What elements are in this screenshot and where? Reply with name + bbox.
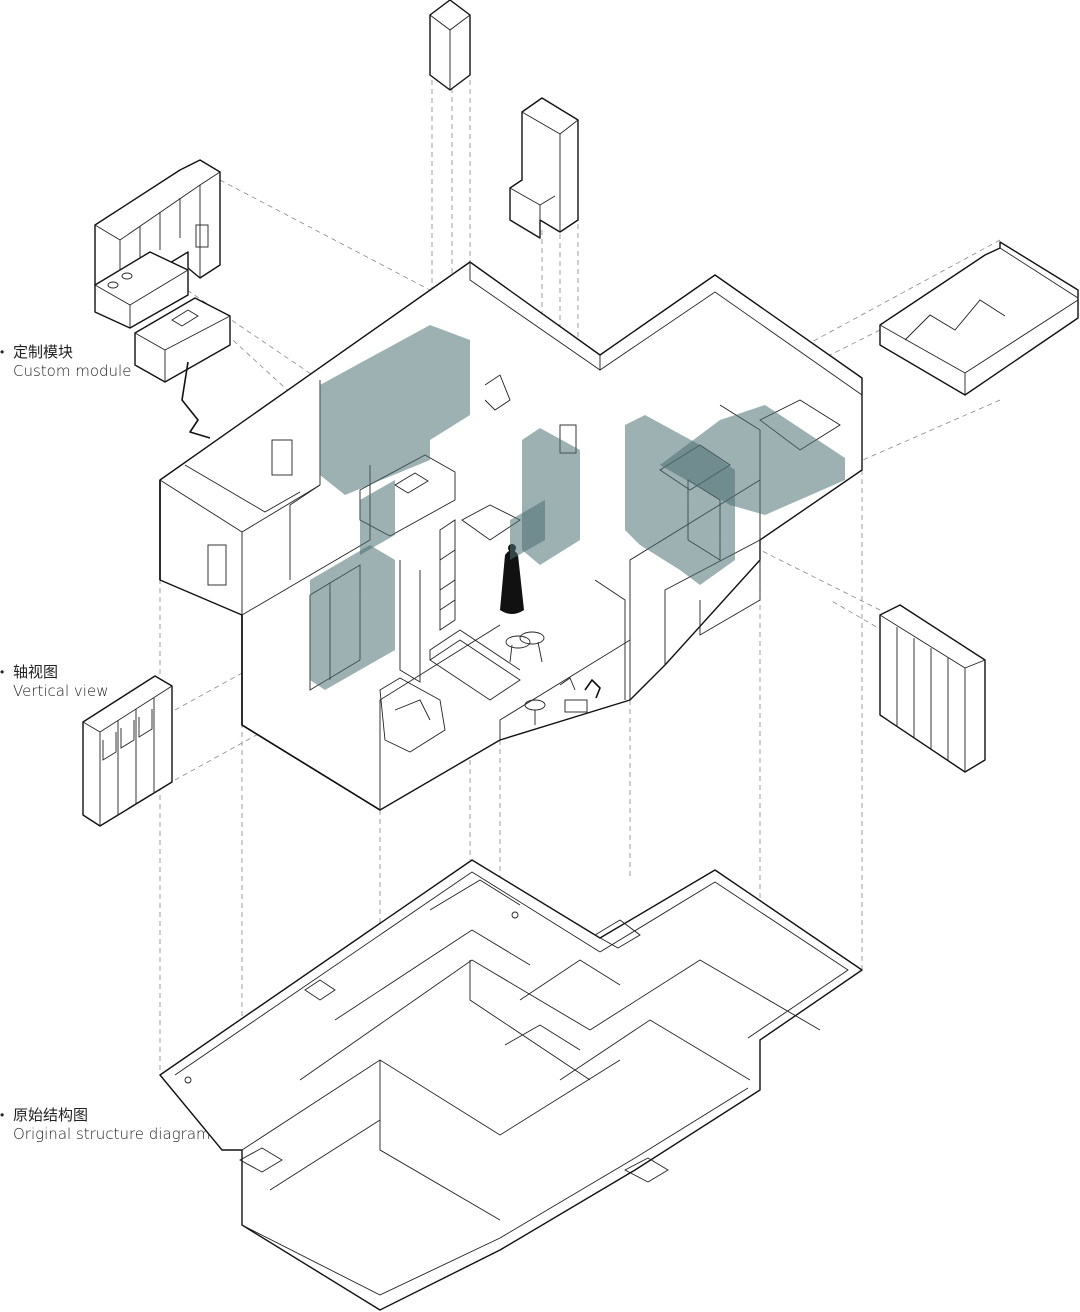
person-figure [500,550,524,614]
module-kitchen-cabinets [94,159,221,329]
module-bed-headboard [879,241,1079,396]
module-wardrobe-left [82,675,173,827]
module-tall-cabinet-mid [509,97,579,239]
label-en: Vertical view [13,682,109,700]
custom-module-highlights [310,325,845,690]
bullet: • [0,345,5,359]
bullet: • [0,665,5,679]
label-zh: 定制模块 [13,343,74,361]
label-zh: 轴视图 [13,663,59,681]
original-structure-plan [159,859,863,1311]
label-en: Original structure diagram [13,1125,211,1143]
module-tall-cabinet-top [429,0,471,91]
label-zh: 原始结构图 [13,1106,89,1124]
module-wardrobe-right [879,604,986,773]
label-en: Custom module [13,362,132,380]
bullet: • [0,1108,5,1122]
module-kitchen-island [134,297,231,439]
